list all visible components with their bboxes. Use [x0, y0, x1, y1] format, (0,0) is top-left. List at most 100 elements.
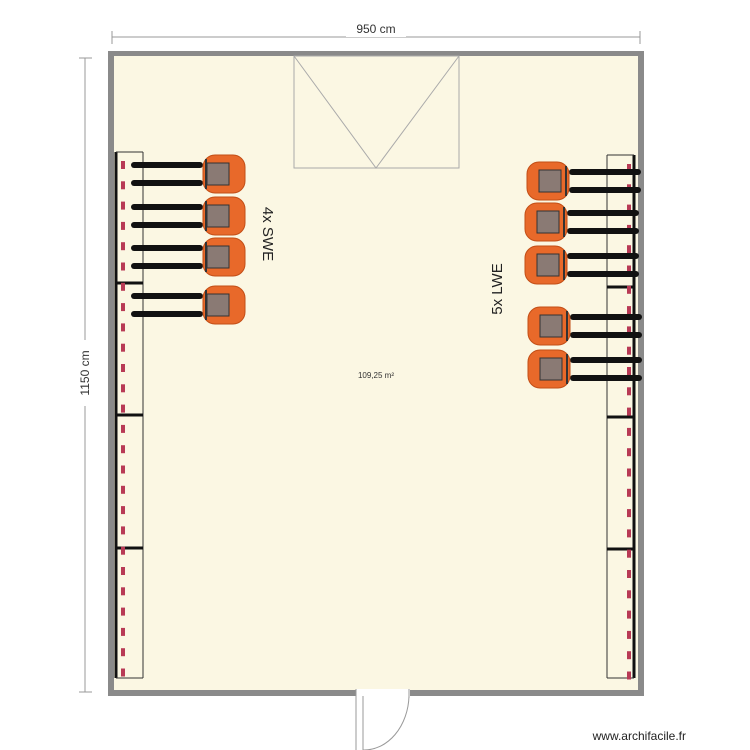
area-label: 109,25 m² [358, 371, 394, 380]
pallet-truck [131, 196, 246, 236]
fork [131, 162, 203, 168]
rack-slot [121, 485, 125, 494]
rack-slot [121, 323, 125, 332]
rack-slot [121, 424, 125, 433]
rack-slot [121, 506, 125, 515]
truck-handle [205, 201, 207, 231]
fork [570, 314, 642, 320]
fork [131, 263, 203, 269]
width-dimension: 950 cm [111, 21, 641, 44]
fork [131, 204, 203, 210]
truck-panel [538, 169, 562, 193]
pallet-truck [131, 237, 246, 277]
pallet-truck [524, 245, 639, 285]
right-group-label: 5x LWE [489, 263, 506, 314]
truck-handle [566, 354, 568, 384]
fork [131, 245, 203, 251]
rack-slot [121, 384, 125, 393]
rack-slot [121, 567, 125, 575]
rack-slot [627, 610, 631, 619]
rack-slot [627, 367, 631, 375]
rack-slot [121, 526, 125, 535]
pallet-truck [527, 306, 642, 346]
truck-handle [205, 159, 207, 189]
rack-slot [627, 265, 631, 274]
fork [569, 187, 641, 193]
door[interactable] [355, 689, 410, 750]
rack-slot [627, 630, 631, 639]
rack-slot [121, 201, 125, 210]
rack-slot [627, 671, 631, 680]
rack-slot [627, 570, 631, 578]
watermark: www.archifacile.fr [592, 729, 686, 743]
width-label: 950 cm [356, 22, 395, 36]
truck-panel [539, 357, 563, 381]
height-label: 1150 cm [78, 350, 92, 395]
rack-slot [627, 427, 631, 436]
rack-slot [627, 590, 631, 599]
fork [570, 332, 642, 338]
rack-slot [121, 648, 125, 657]
rack-slot [627, 164, 631, 172]
rack-slot [627, 488, 631, 497]
rack-slot [121, 221, 125, 230]
truck-handle [565, 166, 567, 196]
rack-slot [627, 509, 631, 518]
pallet-truck [524, 202, 639, 242]
pallet-truck [131, 285, 246, 325]
rack-slot [121, 161, 125, 169]
truck-panel [536, 210, 560, 234]
rack-slot [121, 465, 125, 474]
fork [569, 169, 641, 175]
fork [567, 228, 639, 234]
rack-slot [627, 448, 631, 457]
rack-slot [121, 546, 125, 555]
rack-slot [627, 407, 631, 416]
fork [567, 210, 639, 216]
pallet-truck [527, 349, 642, 389]
fork [570, 375, 642, 381]
left-charging-rack [114, 151, 144, 679]
rack-slot [121, 627, 125, 636]
rack-slot [121, 607, 125, 616]
rack-slot [121, 343, 125, 352]
pallet-truck [131, 154, 246, 194]
rack-slot [627, 326, 631, 335]
rack-slot [627, 285, 631, 294]
rack-slot [121, 181, 125, 190]
truck-panel [206, 162, 230, 186]
truck-handle [205, 290, 207, 320]
fork [567, 271, 639, 277]
rack-slot [627, 529, 631, 538]
rack-slot [627, 346, 631, 355]
rack-slot [627, 468, 631, 477]
rack-slot [627, 651, 631, 660]
rack-slot [121, 587, 125, 596]
left-group-label: 4x SWE [259, 207, 276, 261]
rack-slot [121, 364, 125, 372]
fork [567, 253, 639, 259]
rack-slot [121, 262, 125, 271]
rack-slot [121, 282, 125, 291]
rack-slot [627, 245, 631, 254]
truck-handle [566, 311, 568, 341]
fork [131, 311, 203, 317]
rack-slot [627, 306, 631, 315]
rack-slot [627, 387, 631, 396]
fork [131, 293, 203, 299]
truck-handle [563, 250, 565, 280]
fork [131, 222, 203, 228]
rack-slot [121, 242, 125, 251]
rack-slot [121, 303, 125, 312]
fork [570, 357, 642, 363]
truck-panel [206, 204, 230, 228]
right-charging-rack [606, 154, 636, 680]
fork [131, 180, 203, 186]
truck-panel [206, 245, 230, 269]
rack-slot [121, 668, 125, 677]
truck-panel [206, 293, 230, 317]
pallet-truck [526, 161, 641, 201]
truck-panel [536, 253, 560, 277]
rack-slot [121, 404, 125, 413]
